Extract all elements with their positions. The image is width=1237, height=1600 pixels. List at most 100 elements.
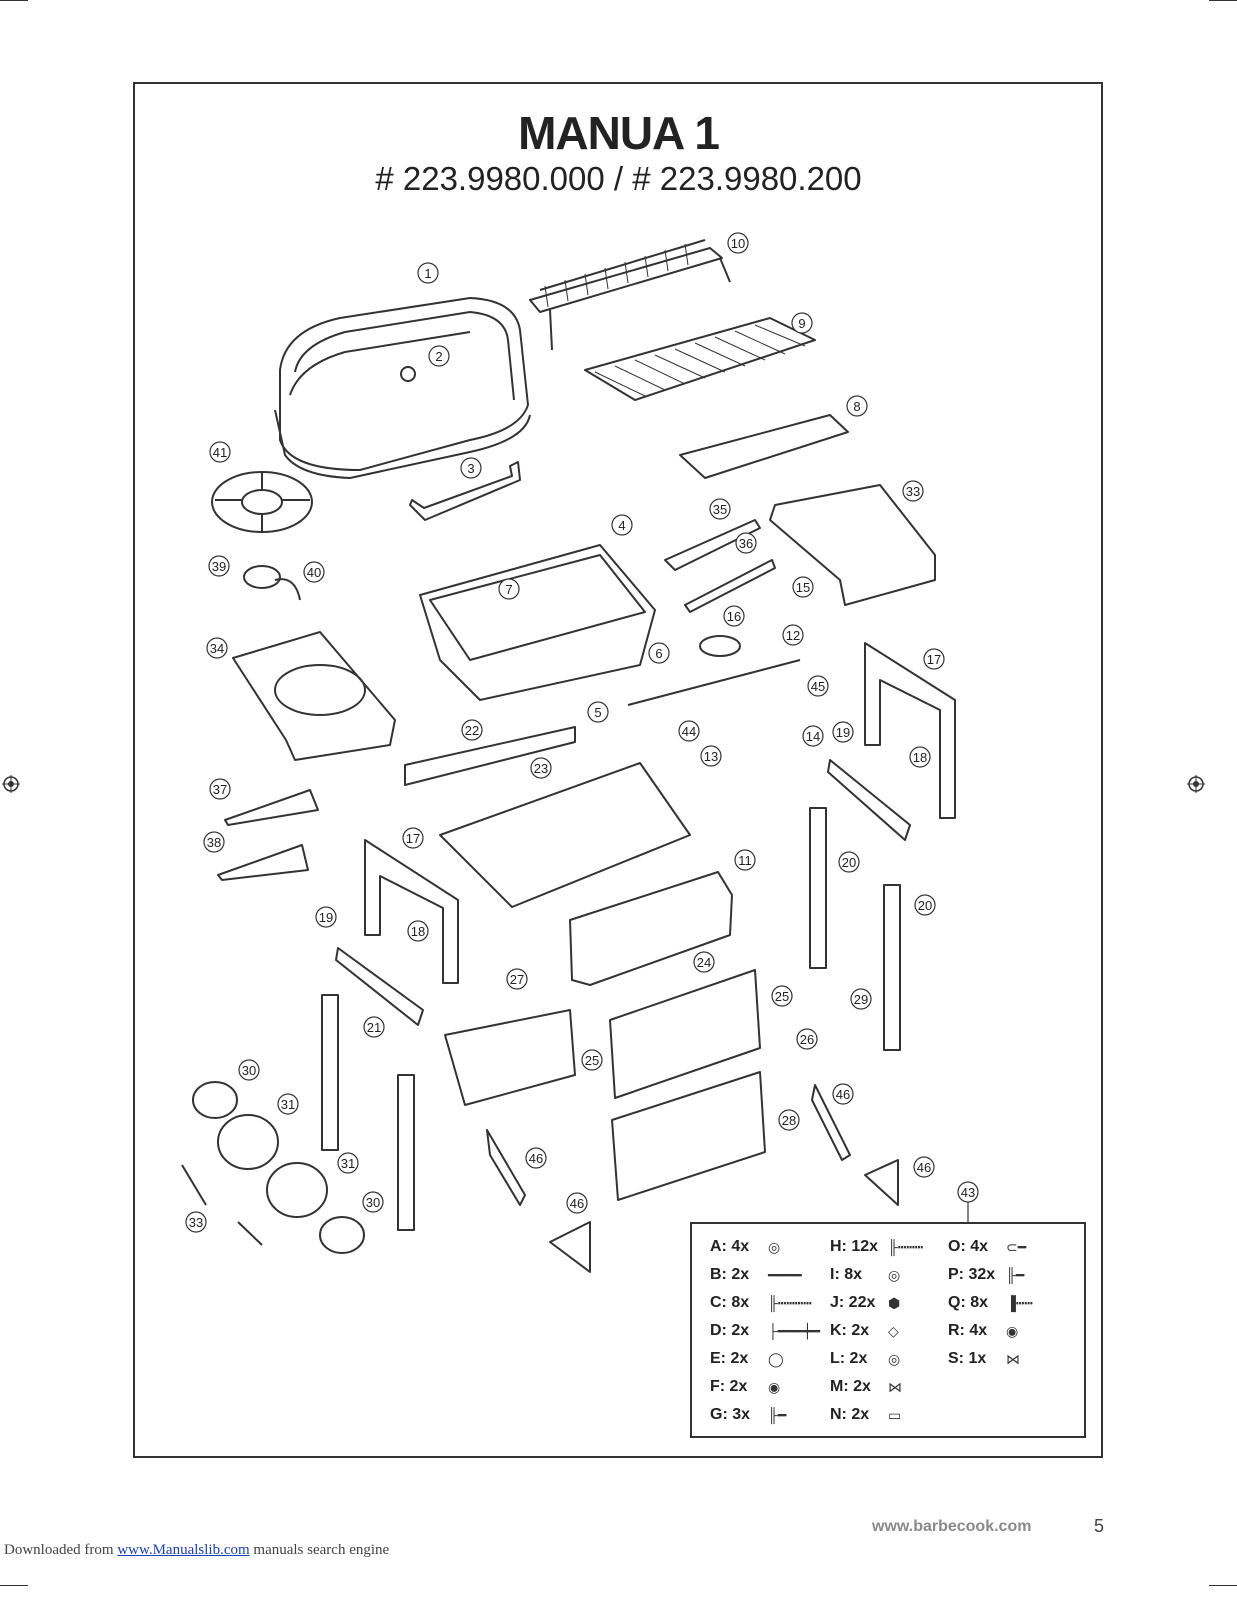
part-gusset <box>811 1084 851 1161</box>
part-bracket <box>217 844 309 881</box>
hardware-item-o: O: 4x⊂━ <box>948 1238 1027 1255</box>
part-bracket <box>664 519 761 571</box>
callout-33: 33 <box>189 1215 203 1230</box>
part-round-grate <box>211 471 313 533</box>
part-firebox <box>419 544 656 701</box>
callout-3: 3 <box>467 461 474 476</box>
callout-31: 31 <box>341 1156 355 1171</box>
part-burner-wire <box>274 578 301 601</box>
callout-25: 25 <box>585 1053 599 1068</box>
callout-12: 12 <box>786 628 800 643</box>
large-washer-icon: ◎ <box>888 1350 901 1367</box>
thumb-screw-icon: ▐┅┅ <box>1006 1294 1033 1311</box>
callout-19: 19 <box>836 725 850 740</box>
callout-7: 7 <box>505 582 512 597</box>
part-lid <box>274 297 531 479</box>
hardware-item-q: Q: 8x▐┅┅ <box>948 1294 1033 1311</box>
part-wheel <box>266 1162 328 1218</box>
callout-30: 30 <box>366 1195 380 1210</box>
part-axle-bolt <box>237 1221 263 1246</box>
callout-26: 26 <box>800 1032 814 1047</box>
callout-36: 36 <box>739 536 753 551</box>
hardware-item-c: C: 8x╟┅┅┅┅ <box>710 1294 812 1311</box>
callout-17: 17 <box>406 831 420 846</box>
callout-17: 17 <box>927 652 941 667</box>
wing-nut-small-icon: ⋈ <box>1006 1350 1020 1367</box>
hardware-item-j: J: 22x⬢ <box>830 1294 901 1311</box>
callout-20: 20 <box>918 898 932 913</box>
part-leg-frame <box>864 642 956 819</box>
part-leg <box>321 994 339 1151</box>
hardware-item-l: L: 2x◎ <box>830 1350 901 1367</box>
part-hubcap <box>319 1216 365 1254</box>
part-leg <box>883 884 901 1051</box>
crop-mark <box>0 0 28 1</box>
hardware-kit-box: A: 4x◎ B: 2x━━━━ C: 8x╟┅┅┅┅ D: 2x├━━━┿━ … <box>690 1222 1086 1438</box>
wing-nut-icon: ⋈ <box>888 1378 902 1395</box>
hardware-item-s: S: 1x⋈ <box>948 1350 1020 1367</box>
hardware-item-b: B: 2x━━━━ <box>710 1266 802 1283</box>
hardware-item-h: H: 12x╟┅┅┅ <box>830 1238 924 1255</box>
part-crossbar <box>404 726 576 786</box>
callout-24: 24 <box>697 955 711 970</box>
part-side-shelf <box>769 484 936 606</box>
callout-6: 6 <box>655 646 662 661</box>
lock-nut-icon: ◉ <box>1006 1322 1019 1339</box>
page-title: MANUA 1 <box>518 107 720 159</box>
nut-icon: ◉ <box>768 1378 781 1395</box>
registration-mark-icon <box>1187 775 1205 793</box>
callout-39: 39 <box>212 559 226 574</box>
short-screw-icon: ╟━ <box>768 1406 787 1423</box>
part-flame-tamer <box>679 414 849 479</box>
part-door <box>609 969 761 1099</box>
diagram-frame <box>133 82 1103 1458</box>
callout-27: 27 <box>510 972 524 987</box>
hardware-item-f: F: 2x◉ <box>710 1378 781 1395</box>
callout-38: 38 <box>207 835 221 850</box>
callout-46: 46 <box>917 1160 931 1175</box>
callout-15: 15 <box>796 580 810 595</box>
callout-41: 41 <box>213 445 227 460</box>
website-url: www.barbecook.com <box>872 1518 1032 1535</box>
callout-13: 13 <box>704 749 718 764</box>
callout-40: 40 <box>307 565 321 580</box>
part-side-burner <box>243 565 281 589</box>
callout-46: 46 <box>836 1087 850 1102</box>
callout-45: 45 <box>811 679 825 694</box>
callout-8: 8 <box>853 399 860 414</box>
part-handle <box>409 461 521 521</box>
part-cup <box>699 635 741 657</box>
hardware-item-n: N: 2x▭ <box>830 1406 902 1423</box>
small-washer-icon: ◎ <box>768 1238 781 1255</box>
callout-46: 46 <box>529 1151 543 1166</box>
hardware-item-d: D: 2x├━━━┿━ <box>710 1322 821 1339</box>
part-gusset <box>549 1221 591 1273</box>
cotter-pin-icon: ⊂━ <box>1006 1238 1027 1255</box>
part-crossbar <box>827 759 911 841</box>
callout-34: 34 <box>210 641 224 656</box>
callout-20: 20 <box>842 855 856 870</box>
part-warming-rack <box>529 239 731 351</box>
hardware-item-i: I: 8x◎ <box>830 1266 901 1283</box>
page-number: 5 <box>1094 1516 1105 1536</box>
part-control-panel <box>569 871 733 986</box>
part-bracket <box>684 559 776 613</box>
callout-37: 37 <box>213 782 227 797</box>
part-cooking-grate <box>584 317 816 401</box>
part-side-burner-tray <box>232 631 396 761</box>
axle-bolt-icon: ├━━━┿━ <box>768 1322 821 1339</box>
callout-4: 4 <box>618 518 625 533</box>
hardware-item-a: A: 4x◎ <box>710 1238 781 1255</box>
manualslib-link[interactable]: www.Manualslib.com <box>117 1542 250 1558</box>
long-pin-icon: ━━━━ <box>768 1266 802 1283</box>
callout-11: 11 <box>738 853 752 868</box>
callout-25: 25 <box>775 989 789 1004</box>
small-screw-icon: ╟━ <box>1006 1266 1025 1283</box>
hardware-item-e: E: 2x◯ <box>710 1350 784 1367</box>
part-door <box>611 1071 766 1201</box>
bolt-icon: ╟┅┅┅ <box>888 1238 924 1255</box>
part-wheel <box>217 1114 279 1170</box>
callout-43: 43 <box>961 1185 975 1200</box>
hex-nut-icon: ⬢ <box>888 1294 901 1311</box>
